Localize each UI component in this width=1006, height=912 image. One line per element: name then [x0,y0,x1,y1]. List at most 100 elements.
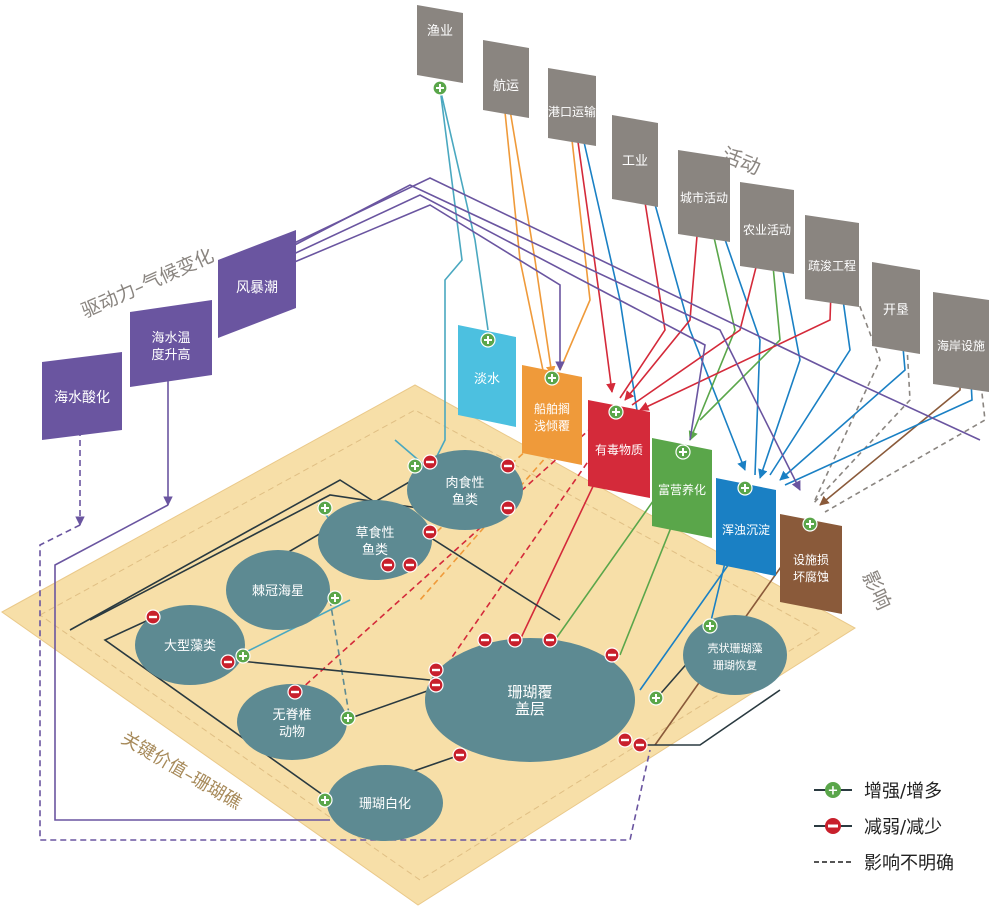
eco-bleach[interactable]: 珊瑚白化 [327,765,443,841]
eco-crown[interactable]: 棘冠海星 [226,550,330,630]
plus-marker [317,500,333,516]
minus-marker [287,684,303,700]
activity-shipping[interactable]: 航运 [483,40,529,118]
minus-marker [542,632,558,648]
minus-marker [422,524,438,540]
minus-marker [402,557,418,573]
legend-decrease: 减弱/减少 [814,817,942,838]
plus-marker [737,480,753,496]
activities-group: 渔业 航运 港口运输 工业 城市活动 农业活动 疏浚工程 开垦 [417,5,989,392]
legend-decrease-label: 减弱/减少 [864,817,942,838]
driver-label: 海水酸化 [54,390,110,406]
plus-marker [675,444,691,460]
impact-label: 浑浊沉淀 [722,523,770,537]
minus-marker [617,732,633,748]
eco-label: 珊瑚覆盖层 [507,683,552,718]
legend-unclear-label: 影响不明确 [864,853,954,874]
eco-carnivore[interactable]: 肉食性鱼类 [407,450,523,530]
minus-marker [632,737,648,753]
impact-grounding[interactable]: 船舶搁浅倾覆 [522,365,582,465]
reef-platform-inner [39,409,821,881]
impact-label: 淡水 [474,372,500,387]
reef-platform [1,384,856,906]
activity-urban[interactable]: 城市活动 [678,150,730,242]
eco-herbivore[interactable]: 草食性鱼类 [318,500,432,580]
eco-label: 无脊椎动物 [272,708,311,740]
driver-acid[interactable]: 海水酸化 [42,352,122,440]
driver-storm[interactable]: 风暴潮 [218,230,296,338]
activity-coastal[interactable]: 海岸设施 [933,292,989,392]
minus-marker [422,454,438,470]
eco-label: 珊瑚白化 [359,796,411,812]
impact-runoff[interactable]: 淡水 [458,325,516,427]
impact-label: 有毒物质 [595,443,643,457]
legend: + 增强/增多 减弱/减少 影响不明确 [814,781,954,874]
activity-label: 港口运输 [548,104,596,119]
impacts-group: 淡水 船舶搁浅倾覆 有毒物质 富营养化 浑浊沉淀 设施损坏腐蚀 [458,325,842,614]
minus-marker [145,609,161,625]
plus-marker [802,516,818,532]
minus-marker [428,662,444,678]
eco-recovery[interactable]: 壳状珊瑚藻珊瑚恢复 [683,615,787,695]
legend-increase: + 增强/增多 [814,781,942,802]
minus-marker [428,677,444,693]
eco-coral[interactable]: 珊瑚覆盖层 [425,638,635,762]
activity-label: 农业活动 [743,223,791,237]
eco-label: 壳状珊瑚藻珊瑚恢复 [708,641,763,672]
eco-label: 棘冠海星 [252,584,304,599]
plus-marker [327,590,343,606]
activity-label: 工业 [622,154,648,169]
minus-marker [500,500,516,516]
activity-label: 海岸设施 [937,338,985,353]
eco-label: 肉食性鱼类 [445,475,484,508]
plus-marker [702,618,718,634]
activity-label: 航运 [493,78,519,94]
impact-label: 船舶搁浅倾覆 [534,401,570,433]
plus-marker [544,370,560,386]
plus-marker [317,792,333,808]
plus-marker [608,404,624,420]
plus-marker [235,648,251,664]
activity-dredging[interactable]: 疏浚工程 [805,215,859,307]
minus-marker [604,647,620,663]
eco-label: 大型藻类 [164,639,216,654]
driver-label: 海水温度升高 [151,331,190,363]
driver-label: 风暴潮 [236,280,278,296]
plus-marker [432,80,448,96]
driver-temp[interactable]: 海水温度升高 [130,300,212,387]
effect-markers [145,80,818,808]
minus-marker [500,458,516,474]
activity-agri[interactable]: 农业活动 [740,182,794,274]
minus-marker [477,632,493,648]
minus-marker [380,557,396,573]
impact-damage[interactable]: 设施损坏腐蚀 [780,514,842,614]
minus-marker [507,632,523,648]
legend-unclear: 影响不明确 [814,853,954,874]
plus-marker [340,710,356,726]
section-label-impacts: 影响 [857,567,896,613]
activity-label: 疏浚工程 [808,258,856,273]
activity-label: 开垦 [883,303,909,318]
eco-macroalgae[interactable]: 大型藻类 [135,605,245,685]
plus-marker [480,332,496,348]
legend-increase-label: 增强/增多 [864,781,942,802]
impact-sediment[interactable]: 浑浊沉淀 [716,478,776,576]
ecosystem-group: 肉食性鱼类 草食性鱼类 棘冠海星 大型藻类 无脊椎动物 珊瑚覆盖层 珊瑚白化 [135,450,787,841]
drivers-group: 海水酸化 海水温度升高 风暴潮 [42,230,296,440]
impact-toxic[interactable]: 有毒物质 [588,400,650,498]
minus-marker [220,654,236,670]
impact-label: 设施损坏腐蚀 [793,553,829,584]
plus-marker [648,690,664,706]
minus-marker [452,747,468,763]
activity-reclaim[interactable]: 开垦 [872,262,920,354]
eco-invert[interactable]: 无脊椎动物 [237,684,347,760]
activity-port[interactable]: 港口运输 [548,68,596,146]
activity-label: 城市活动 [680,190,728,205]
eco-label: 草食性鱼类 [355,525,394,558]
impact-label: 富营养化 [658,482,706,497]
activity-fishing[interactable]: 渔业 [417,5,463,83]
activity-industry[interactable]: 工业 [612,115,658,207]
plus-marker [407,458,423,474]
impact-nutrient[interactable]: 富营养化 [652,438,712,538]
